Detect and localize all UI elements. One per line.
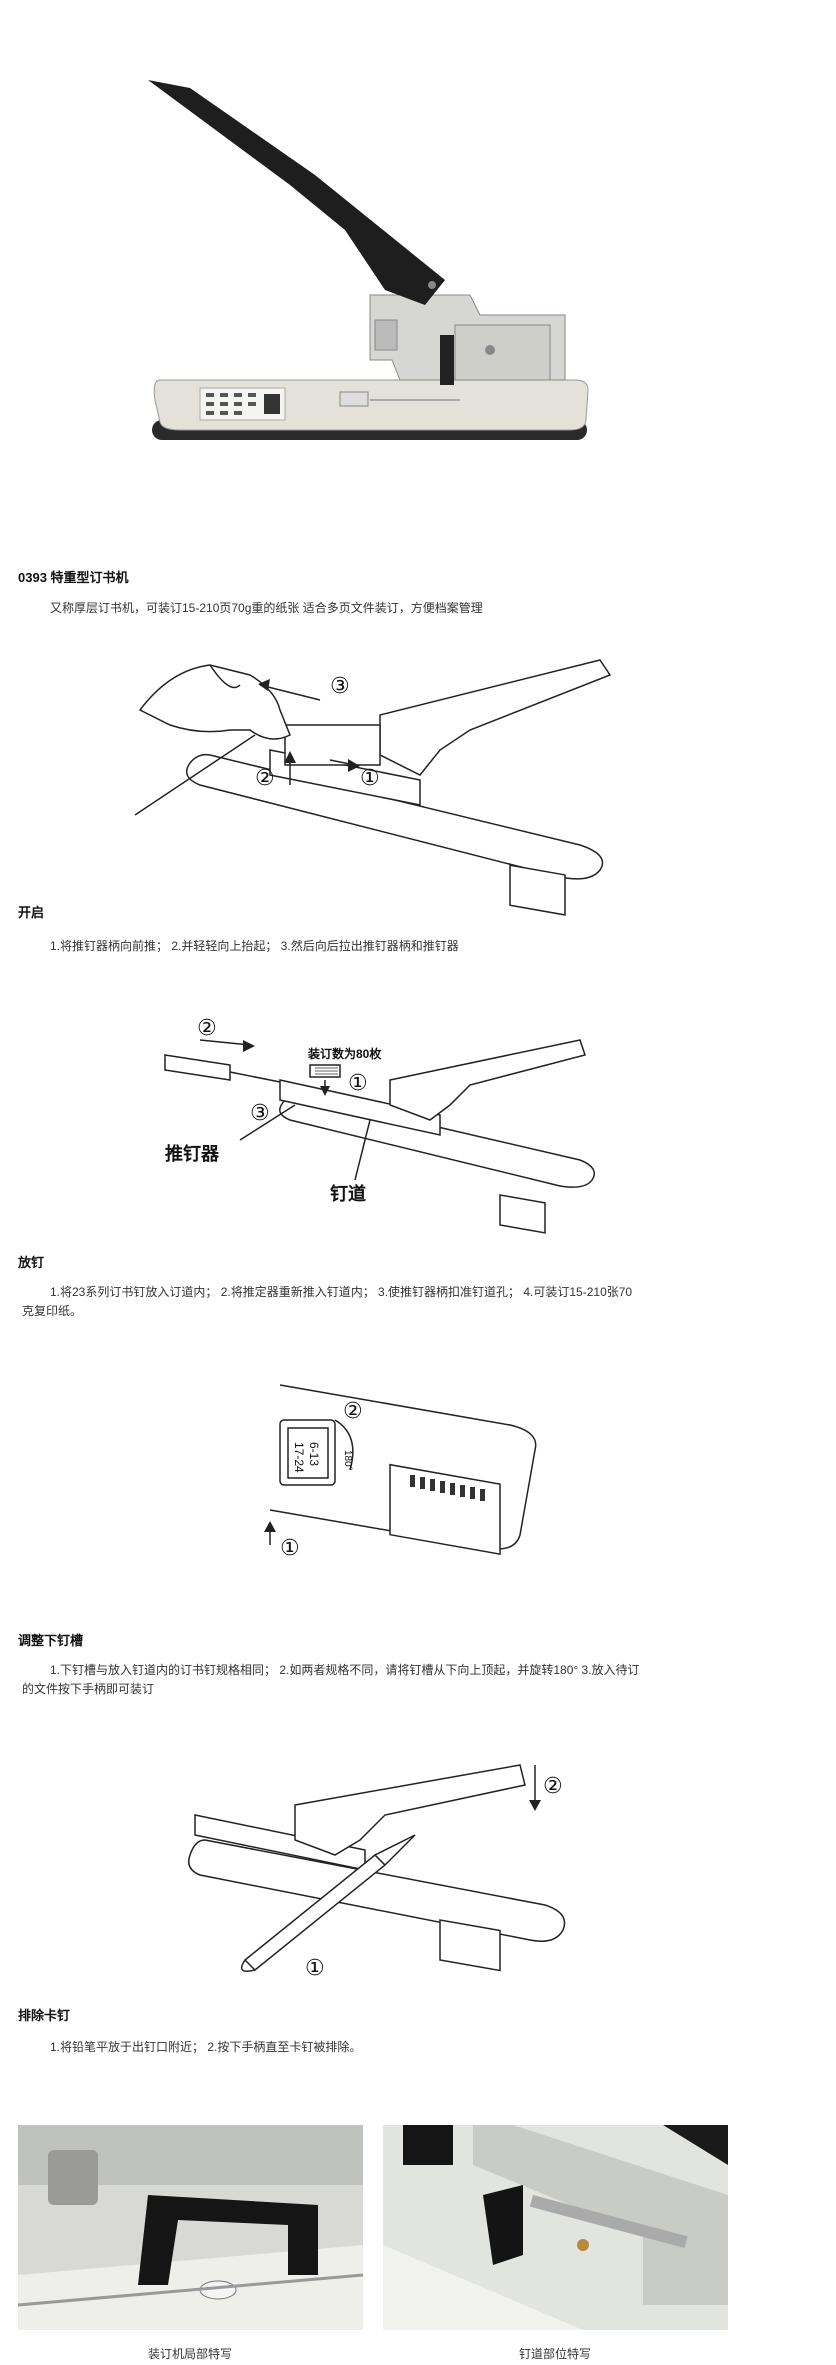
load-marker-2: ② — [197, 1015, 217, 1040]
load-marker-1: ① — [348, 1070, 368, 1095]
pusher-callout: 推钉器 — [165, 1143, 220, 1164]
section-steps-jam: 1.将铅笔平放于出钉口附近； 2.按下手柄直至卡钉被排除。 — [50, 2040, 362, 2054]
section-heading-open: 开启 — [18, 905, 45, 920]
adjust-marker-2: ② — [343, 1398, 363, 1423]
section-steps-load-line1: 1.将23系列订书钉放入订道内； 2.将推定器重新推入钉道内； 3.使推钉器柄扣… — [50, 1285, 633, 1299]
load-marker-3: ③ — [250, 1100, 270, 1125]
open-marker-3: ③ — [330, 673, 350, 698]
jam-marker-2: ② — [543, 1773, 563, 1798]
adjust-anvil-diagram: 17-24 6-13 180° ② ① — [264, 1384, 537, 1560]
section-heading-adjust: 调整下钉槽 — [18, 1633, 84, 1648]
load-staples-diagram: ② ① ③ 装订数为80枚 推钉器 钉道 — [164, 1015, 595, 1234]
product-title: 0393 特重型订书机 — [18, 570, 129, 585]
jam-marker-1: ① — [305, 1955, 325, 1980]
photo-caption-channel: 钉道部位特写 — [518, 2347, 591, 2361]
section-heading-jam: 排除卡钉 — [18, 2008, 71, 2023]
section-steps-load-line2: 克复印纸。 — [22, 1304, 83, 1318]
section-steps-open: 1.将推钉器柄向前推； 2.并轻轻向上抬起； 3.然后向后拉出推钉器柄和推钉器 — [50, 939, 459, 953]
section-steps-adjust-line1: 1.下钉槽与放入钉道内的订书钉规格相同； 2.如两者规格不同，请将钉槽从下向上顶… — [50, 1663, 640, 1677]
open-marker-2: ② — [255, 765, 275, 790]
anvil-rotate-label: 180° — [342, 1450, 353, 1471]
closeup-photo-channel — [383, 2125, 728, 2330]
open-marker-1: ① — [360, 765, 380, 790]
stapler-product-photo — [148, 80, 589, 440]
closeup-photo-mechanism — [17, 2125, 364, 2330]
photo-caption-mechanism: 装订机局部特写 — [147, 2347, 232, 2361]
section-steps-adjust-line2: 的文件按下手柄即可装订 — [22, 1682, 155, 1696]
clear-jam-diagram: ② ① — [188, 1764, 566, 1980]
anvil-size-17-24: 17-24 — [292, 1442, 306, 1473]
open-diagram: ③ ② ① — [134, 659, 612, 916]
product-description: 又称厚层订书机，可装订15-210页70g重的纸张 适合多页文件装订，方便档案管… — [50, 601, 483, 615]
capacity-callout: 装订数为80枚 — [307, 1046, 382, 1061]
adjust-marker-1: ① — [280, 1535, 300, 1560]
anvil-size-6-13: 6-13 — [307, 1442, 321, 1466]
section-heading-load: 放钉 — [18, 1255, 45, 1270]
channel-callout: 钉道 — [330, 1183, 366, 1204]
